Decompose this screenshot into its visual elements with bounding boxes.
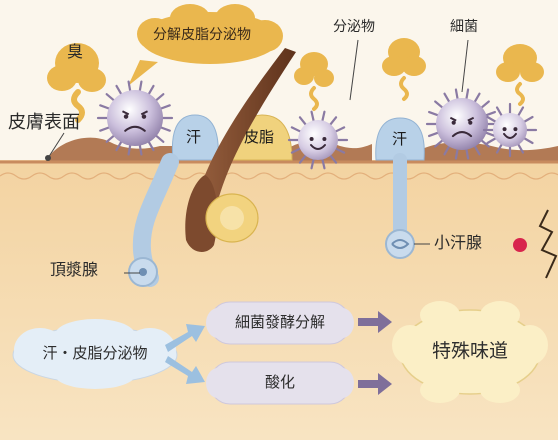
- hair-shaft: [190, 48, 296, 228]
- label-decomposition-secretions: 分解皮脂分泌物: [153, 27, 251, 43]
- label-sweat-left: 汗: [186, 128, 202, 146]
- label-bacteria: 細菌: [450, 19, 478, 35]
- odor-cloud-right: [496, 44, 544, 106]
- arrow-to-oxidation: [165, 356, 205, 384]
- label-bacterial-fermentation: 細菌發酵分解: [234, 313, 325, 331]
- label-special-odor: 特殊味道: [431, 340, 508, 362]
- label-secretions: 分泌物: [333, 19, 375, 35]
- epidermis-line: [0, 172, 558, 180]
- bacterium-center: [287, 110, 349, 170]
- label-sebum: 皮脂: [244, 128, 275, 146]
- hair-root: [185, 175, 218, 252]
- odor-speech-cloud: [128, 4, 283, 86]
- bacterium-right-large: [425, 88, 499, 160]
- result-cloud: [392, 301, 548, 403]
- arrow-oxidation-to-result: [358, 373, 392, 395]
- bacterium-left: [96, 80, 174, 156]
- odor-cloud-center-right: [382, 38, 426, 101]
- label-flow-source: 汗・皮脂分泌物: [42, 344, 148, 362]
- leader-skin-surface: [47, 132, 65, 159]
- arrow-to-fermentation: [165, 324, 205, 352]
- odor-cloud-left: [47, 43, 106, 123]
- label-sweat-right: 汗: [392, 130, 408, 148]
- oxidation-bubble: [206, 361, 354, 405]
- label-odor: 臭: [67, 42, 84, 61]
- arrow-fermentation-to-result: [358, 311, 392, 333]
- label-skin-surface: 皮膚表面: [8, 112, 80, 133]
- label-eccrine-gland: 小汗腺: [434, 233, 483, 252]
- apocrine-gland-core: [139, 268, 147, 276]
- leader-bacteria: [461, 39, 469, 93]
- bacterium-right-small: [482, 102, 538, 158]
- sebaceous-gland-inner: [220, 206, 244, 230]
- marker-dot: [513, 238, 527, 252]
- flow-source-bubble: [12, 319, 178, 389]
- leader-skin-surface-dot: [45, 155, 51, 161]
- eccrine-gland-coil: [391, 239, 410, 249]
- skin-surface-crust-left: [48, 137, 175, 162]
- leader-secretions: [349, 39, 359, 101]
- label-oxidation: 酸化: [264, 373, 295, 391]
- bacteria-group: [96, 80, 538, 170]
- fermentation-bubble: [206, 301, 354, 345]
- sweat-pool-right: [375, 117, 425, 161]
- sweat-pool-left: [171, 114, 219, 161]
- odor-cloud-mid: [294, 52, 334, 111]
- eccrine-gland-bulb: [385, 229, 415, 259]
- edge-zigzag: [538, 209, 558, 279]
- label-apocrine-gland: 頂漿腺: [50, 260, 99, 279]
